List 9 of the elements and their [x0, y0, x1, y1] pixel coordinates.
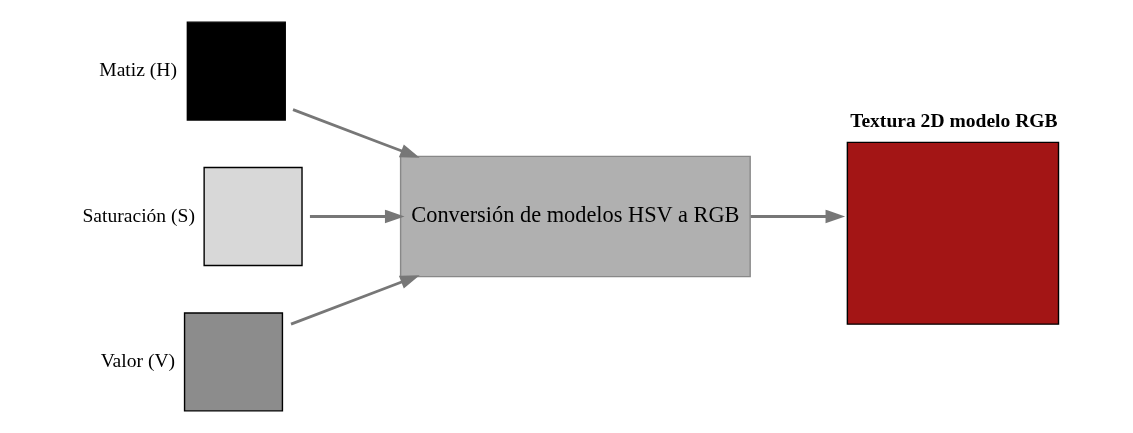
- node-box: Conversión de modelos HSV a RGB: [399, 155, 751, 278]
- node-label: Valor (V): [100, 350, 175, 372]
- arrow: [309, 209, 405, 224]
- node-label: Textura 2D modelo RGB: [849, 110, 1058, 132]
- arrow: [290, 275, 420, 326]
- arrow: [292, 108, 420, 158]
- node-label: Matiz (H): [98, 59, 177, 81]
- node-label: Saturación (S): [81, 204, 195, 226]
- arrow: [750, 209, 845, 224]
